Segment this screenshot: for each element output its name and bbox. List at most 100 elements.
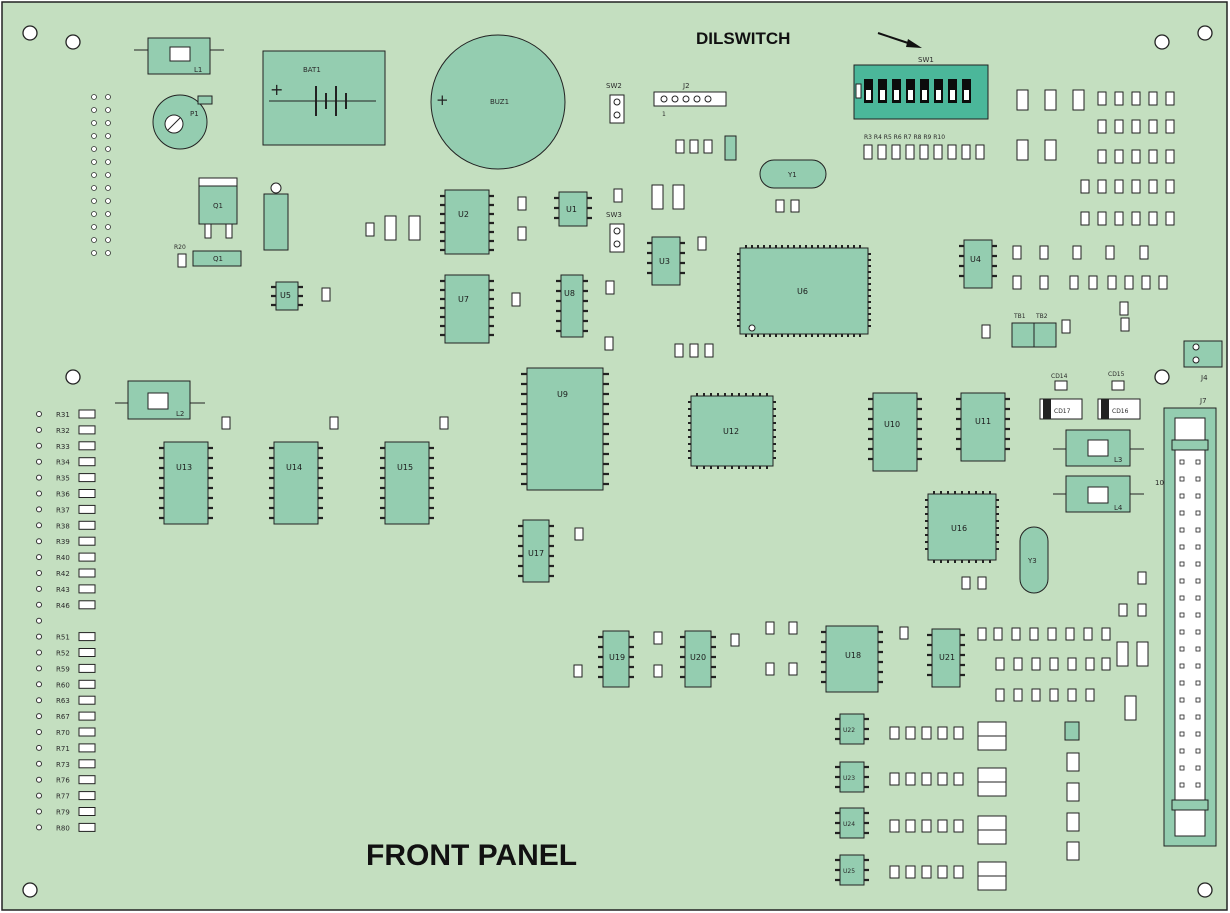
terminal-blocks: TB1 TB2 [1011, 313, 1057, 348]
j7-pin [1179, 765, 1185, 771]
inductor-l3: L3 [1053, 429, 1144, 467]
j7-pin [1179, 561, 1185, 567]
j7-pin [1195, 748, 1201, 754]
svg-text:U4: U4 [970, 255, 981, 264]
svg-text:BUZ1: BUZ1 [490, 98, 509, 106]
svg-text:Q1: Q1 [213, 202, 223, 210]
left-column-pad [36, 681, 42, 688]
left-resistor-label: R63 [56, 697, 70, 705]
left-resistor-body [78, 775, 96, 785]
left-resistor-label: R42 [56, 570, 70, 578]
svg-text:U8: U8 [564, 289, 575, 298]
left-resistor-label: R76 [56, 777, 70, 785]
connector-j2: J2 1 [653, 82, 727, 118]
svg-text:U17: U17 [528, 549, 544, 558]
left-resistor-body [78, 425, 96, 435]
left-resistor-label: R46 [56, 602, 70, 610]
j7-pin [1195, 459, 1201, 465]
inductor-l4: L4 [1053, 475, 1144, 513]
left-resistor-label: R36 [56, 491, 70, 499]
left-resistor-column: R31R32R33R34R35R36R37R38R39R40R42R43R46R… [36, 409, 96, 832]
dilswitch-annotation: DILSWITCH [696, 29, 922, 48]
svg-text:CD16: CD16 [1112, 408, 1129, 415]
svg-text:10: 10 [1155, 479, 1164, 487]
left-resistor-label: R59 [56, 665, 70, 673]
ic-packages [163, 189, 1006, 886]
svg-text:U18: U18 [845, 651, 861, 660]
inductor-l2: L2 [115, 380, 205, 420]
ic-pins [159, 194, 1010, 882]
left-resistor-label: R52 [56, 650, 70, 658]
left-resistor-body [78, 727, 96, 737]
connector-j4: J4 [1183, 340, 1223, 382]
left-column-pad [36, 506, 42, 513]
j7-pin [1195, 765, 1201, 771]
j7-pin [1179, 629, 1185, 635]
j7-pin [1195, 595, 1201, 601]
j7-pin [1195, 612, 1201, 618]
dil-switch-sw1: SW1 [853, 56, 989, 120]
jumpers-s [977, 721, 1007, 891]
left-column-pad [36, 760, 42, 767]
j7-pin [1195, 629, 1201, 635]
j7-pin [1195, 476, 1201, 482]
left-resistor-body [78, 504, 96, 514]
svg-text:Y3: Y3 [1027, 557, 1037, 565]
svg-text:U13: U13 [176, 463, 192, 472]
buzzer-buz1: BUZ1 + [430, 34, 566, 170]
left-resistor-body [78, 695, 96, 705]
svg-text:U25: U25 [843, 868, 855, 875]
left-resistor-label: R38 [56, 522, 70, 530]
left-resistor-body [78, 807, 96, 816]
j7-pin [1179, 493, 1185, 499]
left-resistor-body [78, 648, 96, 657]
svg-text:U24: U24 [843, 821, 855, 828]
svg-text:U10: U10 [884, 420, 900, 429]
left-resistor-label: R80 [56, 824, 70, 832]
left-resistor-body [78, 568, 96, 578]
svg-text:SW1: SW1 [918, 56, 934, 64]
left-column-pad [36, 458, 42, 465]
j7-pin [1179, 476, 1185, 482]
small-passives [221, 89, 1175, 721]
j7-pin [1195, 578, 1201, 584]
svg-text:U21: U21 [939, 653, 955, 662]
left-resistor-body [78, 791, 96, 801]
j7-pin [1195, 646, 1201, 652]
left-column-pad [36, 585, 42, 592]
diodes-dz [1064, 721, 1080, 861]
left-resistor-label: R73 [56, 761, 70, 769]
left-resistor-body [78, 600, 96, 610]
left-resistor-body [78, 584, 96, 594]
svg-text:TB2: TB2 [1035, 313, 1048, 320]
j7-pin [1179, 663, 1185, 669]
left-column-pad [36, 538, 42, 545]
left-column-pad [36, 474, 42, 481]
svg-text:R20: R20 [174, 244, 186, 251]
svg-text:CD15: CD15 [1108, 371, 1125, 378]
dilswitch-label: DILSWITCH [696, 29, 790, 48]
svg-text:U15: U15 [397, 463, 413, 472]
j7-pin [1195, 527, 1201, 533]
left-column-pad [36, 824, 42, 831]
left-column-pad [36, 617, 42, 624]
left-column-pad [36, 570, 42, 576]
svg-text:U9: U9 [557, 390, 568, 399]
svg-text:U19: U19 [609, 653, 625, 662]
mounting-holes [22, 25, 1213, 898]
j7-pin [1179, 612, 1185, 618]
svg-text:J7: J7 [1199, 397, 1207, 405]
svg-text:U12: U12 [723, 427, 739, 436]
left-column-pad [36, 601, 42, 608]
j7-pin [1195, 782, 1201, 788]
capacitor-tall [263, 182, 289, 251]
j7-pin [1195, 731, 1201, 737]
svg-text:+: + [436, 91, 449, 109]
header-dots [91, 94, 111, 256]
potentiometer-p1: P1 [152, 94, 213, 150]
svg-text:L1: L1 [194, 66, 202, 74]
svg-text:U11: U11 [975, 417, 991, 426]
svg-text:1: 1 [662, 111, 666, 118]
capacitors-right: CD14 CD15 CD17 CD16 [1039, 371, 1141, 420]
svg-text:L2: L2 [176, 410, 184, 418]
